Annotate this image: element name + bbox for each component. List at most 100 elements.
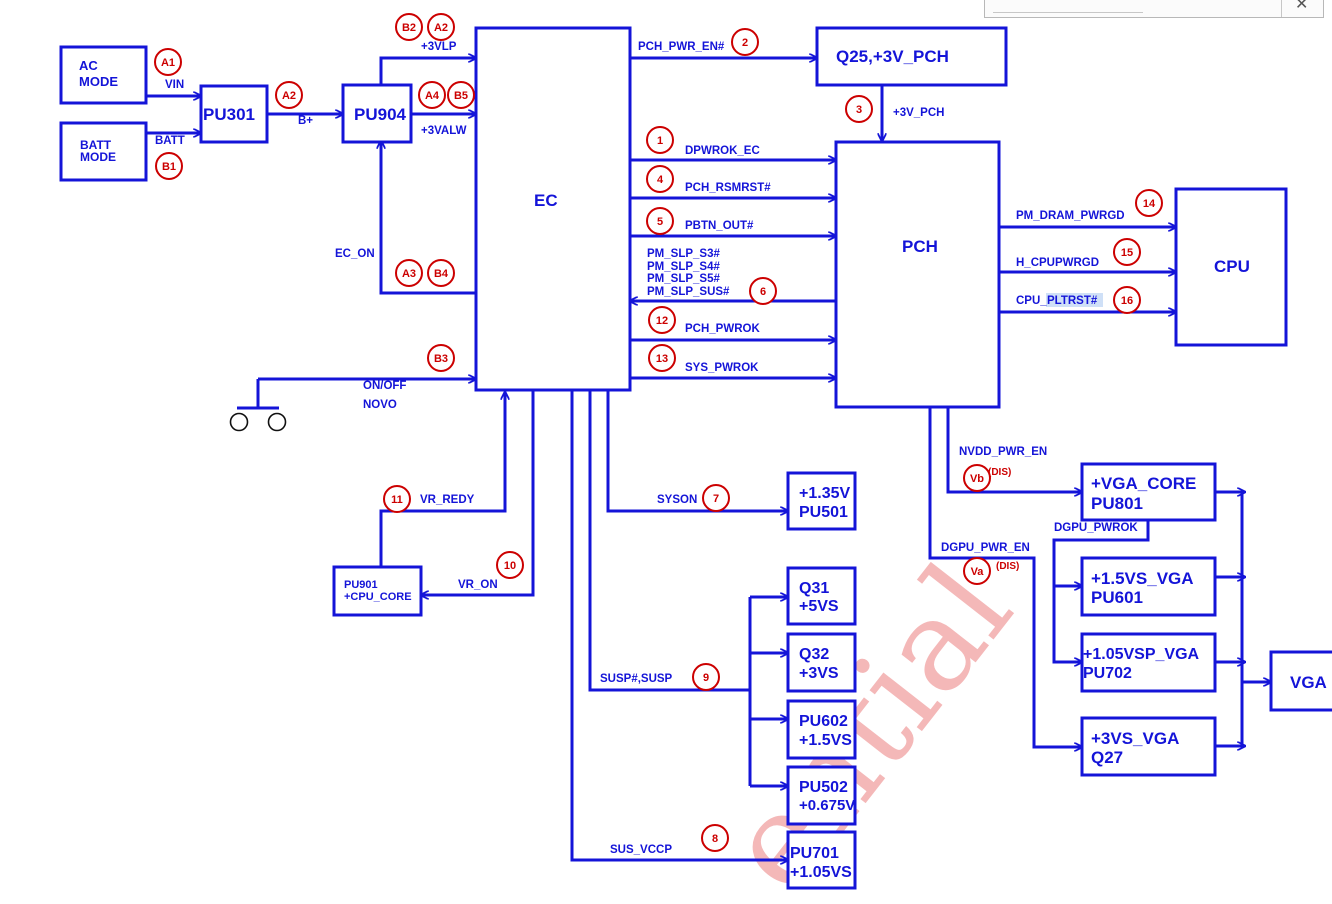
- q31-label-2: +5VS: [799, 598, 839, 615]
- batt-mode-label-1: BATT: [80, 138, 112, 152]
- switch-contact-right: [267, 412, 287, 432]
- marker-a2b: A2: [434, 22, 448, 34]
- marker-circle-va: [963, 557, 991, 585]
- marker-circle-a2b: [427, 13, 455, 41]
- marker-circle-2: [731, 28, 759, 56]
- wire-dgpu-pwrok: [1052, 520, 1150, 662]
- marker-vb-dis: (DIS): [988, 467, 1011, 478]
- marker-circle-b2: [395, 13, 423, 41]
- pu501-label-2: PU501: [799, 504, 848, 521]
- signal-3v-pch: +3V_PCH: [893, 107, 944, 119]
- signal-vr-on: VR_ON: [458, 579, 498, 591]
- marker-circle-9: [692, 663, 720, 691]
- viewer-toolbar-fragment: ✕: [984, 0, 1324, 18]
- marker-circle-15: [1113, 238, 1141, 266]
- block-q32: [786, 632, 857, 693]
- block-pu901: [332, 565, 423, 617]
- signal-pch-pwrok: PCH_PWROK: [685, 323, 760, 335]
- marker-3: 3: [856, 104, 862, 116]
- marker-8: 8: [712, 833, 718, 845]
- marker-circle-3: [845, 95, 873, 123]
- signal-dgpu-pwrok: DGPU_PWROK: [1054, 522, 1138, 534]
- marker-vb: Vb: [970, 473, 984, 485]
- signal-sys-pwrok: SYS_PWROK: [685, 362, 759, 374]
- cpu-label: CPU: [1214, 257, 1250, 276]
- signal-pm-dram-pwrgd: PM_DRAM_PWRGD: [1016, 210, 1125, 222]
- q27-label-2: Q27: [1091, 748, 1123, 767]
- pltrst-highlight: [1046, 293, 1103, 307]
- marker-7: 7: [713, 493, 719, 505]
- pu702-label-2: PU702: [1083, 665, 1132, 682]
- search-input-fragment[interactable]: [993, 0, 1143, 13]
- marker-circle-a1: [154, 48, 182, 76]
- marker-6: 6: [760, 286, 766, 298]
- marker-circle-4: [646, 165, 674, 193]
- wires: [146, 58, 1271, 860]
- signal-nvdd-pwr-en: NVDD_PWR_EN: [959, 446, 1047, 458]
- q31-label-1: Q31: [799, 580, 829, 597]
- block-q25: [815, 26, 1008, 87]
- marker-15: 15: [1121, 247, 1133, 259]
- marker-circle-14: [1135, 189, 1163, 217]
- signal-pch-rsmrst: PCH_RSMRST#: [685, 182, 771, 194]
- wire-vr-on: [421, 390, 535, 595]
- signal-dgpu-pwr-en: DGPU_PWR_EN: [941, 542, 1030, 554]
- wire-vr-redy: [379, 392, 505, 567]
- marker-circle-8: [701, 824, 729, 852]
- signal-vr-redy: VR_REDY: [420, 494, 475, 506]
- q32-label-1: Q32: [799, 646, 829, 663]
- marker-circle-7: [702, 484, 730, 512]
- signal-onoff: ON/OFF: [363, 380, 406, 392]
- block-pu801: [1080, 462, 1217, 522]
- marker-circle-5: [646, 207, 674, 235]
- pu701-label-1: PU701: [790, 845, 839, 862]
- block-pu701: [786, 830, 857, 890]
- block-q27: [1080, 716, 1217, 777]
- pu601-label-1: +1.5VS_VGA: [1091, 569, 1194, 588]
- marker-circle-b4: [427, 259, 455, 287]
- signal-ec-on: EC_ON: [335, 248, 375, 260]
- signal-slp-s4: PM_SLP_S4#: [647, 261, 720, 273]
- marker-2: 2: [742, 37, 748, 49]
- marker-circle-12: [648, 306, 676, 334]
- pu602-label-2: +1.5VS: [799, 732, 852, 749]
- wire-susp: [588, 390, 750, 692]
- marker-4: 4: [657, 174, 664, 186]
- vga-label: VGA: [1290, 673, 1327, 692]
- marker-b5: B5: [454, 90, 468, 102]
- marker-9: 9: [703, 672, 709, 684]
- wire-syson: [606, 390, 788, 511]
- signal-3valw: +3VALW: [421, 125, 467, 137]
- signal-3vlp: +3VLP: [421, 41, 457, 53]
- marker-5: 5: [657, 216, 663, 228]
- q32-label-2: +3VS: [799, 665, 839, 682]
- marker-va-dis: (DIS): [996, 561, 1019, 572]
- marker-circle-b3: [427, 344, 455, 372]
- marker-16: 16: [1121, 295, 1133, 307]
- wire-ec-on: [381, 141, 476, 295]
- block-cpu: [1174, 187, 1288, 347]
- signal-h-cpupwrgd: H_CPUPWRGD: [1016, 257, 1099, 269]
- wire-3vlp: [379, 58, 476, 85]
- marker-circle-6: [749, 277, 777, 305]
- signal-slp-s3: PM_SLP_S3#: [647, 248, 720, 260]
- signal-syson: SYSON: [657, 494, 697, 506]
- marker-12: 12: [656, 315, 668, 327]
- block-pu904: [341, 83, 413, 144]
- block-ec: [474, 26, 632, 392]
- pu602-label-1: PU602: [799, 713, 848, 730]
- marker-a3: A3: [402, 268, 416, 280]
- toolbar-divider: [1281, 0, 1282, 17]
- marker-a1: A1: [161, 57, 175, 69]
- pu502-label-1: PU502: [799, 779, 848, 796]
- pu502-label-2: +0.675V: [799, 797, 855, 814]
- wire-nvdd-pwr-en: [946, 407, 1082, 492]
- pu702-label-1: +1.05VSP_VGA: [1083, 646, 1200, 663]
- block-pu702: [1080, 632, 1217, 693]
- close-icon[interactable]: ✕: [1295, 0, 1309, 13]
- pu904-label: PU904: [354, 105, 407, 124]
- marker-va: Va: [971, 566, 985, 578]
- wire-dgpu-pwr-en: [928, 407, 1082, 747]
- signal-slp-s5: PM_SLP_S5#: [647, 273, 720, 285]
